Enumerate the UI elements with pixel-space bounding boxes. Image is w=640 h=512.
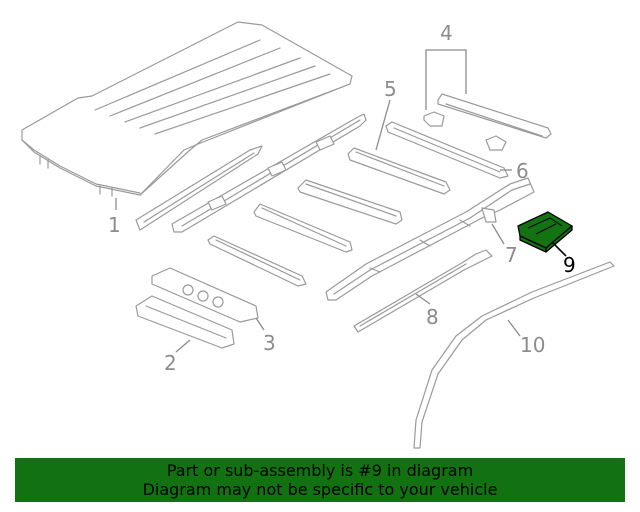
callout-1: 1 [108,213,121,237]
part-8-drip-rail [353,249,493,333]
center-rail [171,113,367,233]
side-rail-left [135,145,263,231]
banner-line-1: Part or sub-assembly is #9 in diagram [166,461,474,480]
part-10-molding [413,261,615,449]
callout-2: 2 [164,351,177,375]
part-2-header-reinforcement [135,295,235,349]
callout-4: 4 [440,21,453,45]
callout-3: 3 [263,331,276,355]
callout-7: 7 [505,243,518,267]
callout-6: 6 [516,159,529,183]
part-7-side-rail [325,177,535,301]
banner-line-2: Diagram may not be specific to your vehi… [142,480,498,499]
callout-9: 9 [563,253,576,277]
callout-10: 10 [520,333,545,357]
part-4-rails [423,93,552,151]
part-5-roof-bows [207,147,451,287]
part-6-front-bow [385,121,509,179]
roof-parts-diagram: 1 2 3 4 5 6 7 8 9 10 [21,21,615,449]
part-1-roof-panel [21,21,353,197]
callout-5: 5 [384,77,397,101]
disclaimer-banner: Part or sub-assembly is #9 in diagram Di… [15,458,625,502]
part-9-highlighted-bracket [517,211,573,253]
leader-lines [115,49,567,353]
callout-8: 8 [426,305,439,329]
part-3-front-header [151,267,259,323]
